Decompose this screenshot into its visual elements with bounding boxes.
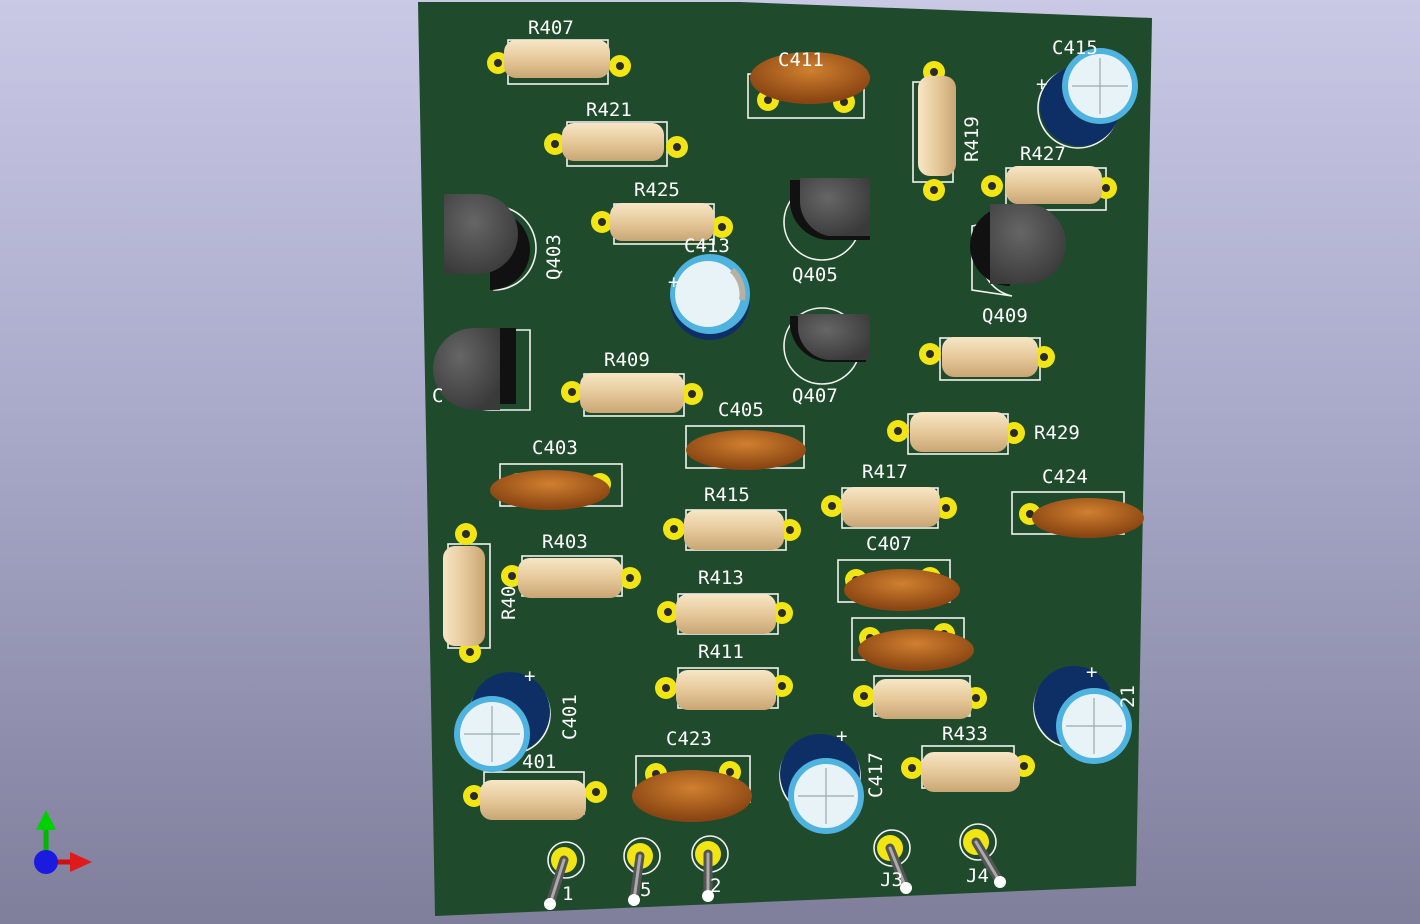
resistor-r409[interactable]: R409	[561, 349, 703, 417]
silk-label: C	[432, 385, 443, 407]
electrolytic-c415[interactable]: + C415	[1036, 37, 1138, 149]
connector-j1[interactable]: 1	[544, 841, 585, 910]
resistor-r425[interactable]: R425	[591, 179, 733, 245]
resistor-r401[interactable]: 401	[463, 751, 607, 820]
electrolytic-c401[interactable]: + C401	[454, 665, 581, 772]
axis-gizmo-icon	[34, 810, 92, 874]
electrolytic-c421[interactable]: + 21	[1033, 661, 1139, 764]
capacitor-c411[interactable]: C411	[747, 49, 870, 119]
resistor-r415[interactable]: R415	[663, 484, 801, 551]
resistor-r407[interactable]: R407	[487, 17, 631, 85]
transistor-q405[interactable]: Q405	[783, 178, 870, 286]
silk-label: R427	[1020, 143, 1066, 165]
resistor-unlabeled-lower[interactable]	[853, 675, 987, 719]
polarity-mark: +	[1086, 661, 1097, 683]
silk-label: Q403	[543, 234, 565, 280]
transistor-q401[interactable]: C	[432, 328, 531, 411]
resistor-r405[interactable]: R40	[443, 523, 520, 663]
capacitor-c424[interactable]: C424	[1011, 466, 1144, 538]
silk-label: R403	[542, 531, 588, 553]
silk-label: 1	[562, 883, 573, 905]
transistor-q409[interactable]: Q409	[970, 204, 1066, 327]
silk-label: R419	[961, 116, 983, 162]
transistor-q407[interactable]: Q407	[783, 307, 870, 407]
resistor-r411[interactable]: R411	[655, 641, 793, 710]
silk-label: 21	[1117, 685, 1139, 708]
capacitor-c423[interactable]: C423	[632, 728, 752, 822]
silk-label: R433	[942, 723, 988, 745]
silk-label: J4	[966, 865, 989, 887]
connector-j5[interactable]: 5	[623, 837, 661, 906]
resistor-r417[interactable]: R417	[821, 461, 957, 529]
silk-label: Q409	[982, 305, 1028, 327]
silk-label: C415	[1052, 37, 1098, 59]
polarity-mark: +	[524, 665, 535, 687]
silk-label: 401	[522, 751, 556, 773]
silk-label: C413	[684, 235, 730, 257]
silk-label: Q407	[792, 385, 838, 407]
resistor-r421[interactable]: R421	[544, 99, 688, 167]
electrolytic-c413[interactable]: + C413	[668, 235, 750, 340]
silk-label: R425	[634, 179, 680, 201]
silk-label: C407	[866, 533, 912, 555]
resistor-r403[interactable]: R403	[501, 531, 641, 598]
silk-label: C411	[778, 49, 824, 71]
silk-label: Q405	[792, 264, 838, 286]
silk-label: R413	[698, 567, 744, 589]
capacitor-c403[interactable]: C403	[490, 437, 623, 510]
silk-label: C401	[559, 694, 581, 740]
silk-label: C424	[1042, 466, 1088, 488]
silk-label: C405	[718, 399, 764, 421]
polarity-mark: +	[836, 725, 847, 747]
silk-label: R411	[698, 641, 744, 663]
resistor-r429[interactable]: R429	[887, 412, 1080, 455]
electrolytic-c417[interactable]: + C417	[779, 725, 887, 834]
silk-label: R417	[862, 461, 908, 483]
silk-label: R429	[1034, 422, 1080, 444]
silk-label: J3	[880, 869, 903, 891]
silk-label: C423	[666, 728, 712, 750]
capacitor-c405[interactable]: C405	[685, 399, 806, 470]
silk-label: R409	[604, 349, 650, 371]
connector-j4[interactable]: J4	[959, 823, 1006, 888]
resistor-r433[interactable]: R433	[901, 723, 1035, 792]
silk-label: R40	[498, 586, 520, 620]
capacitor-unlabeled[interactable]	[851, 617, 974, 671]
silk-label: 5	[640, 879, 651, 901]
silk-label: R415	[704, 484, 750, 506]
transistor-q403[interactable]: Q403	[444, 194, 565, 291]
resistor-unlabeled-q409[interactable]	[919, 337, 1055, 381]
silk-label: R407	[528, 17, 574, 39]
silk-label: C403	[532, 437, 578, 459]
silk-label: R421	[586, 99, 632, 121]
silk-label: C417	[865, 752, 887, 798]
resistor-r413[interactable]: R413	[657, 567, 793, 635]
connector-j3[interactable]: J3	[873, 829, 912, 894]
silk-label: 2	[710, 875, 721, 897]
polarity-mark: +	[1036, 73, 1047, 95]
connector-j2[interactable]: 2	[691, 835, 729, 902]
resistor-r419[interactable]: R419	[912, 61, 983, 201]
resistor-r427[interactable]: R427	[981, 143, 1117, 211]
polarity-mark: +	[668, 271, 679, 293]
capacitor-c407[interactable]: C407	[837, 533, 960, 611]
